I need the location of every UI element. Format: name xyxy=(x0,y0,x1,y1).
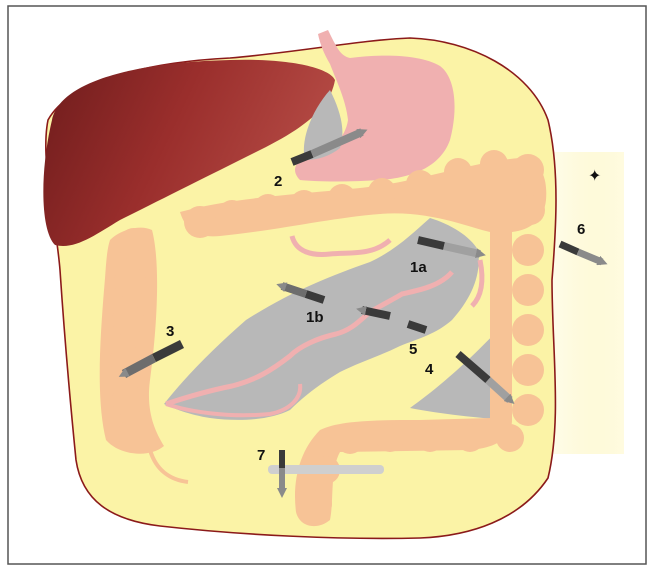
mesenteric-band xyxy=(268,465,384,474)
retroperitoneal-glow xyxy=(548,152,624,454)
label-1a: 1a xyxy=(410,259,427,276)
label-1b: 1b xyxy=(306,309,324,326)
label-5: 5 xyxy=(409,341,417,358)
label-7: 7 xyxy=(257,447,265,464)
label-3: 3 xyxy=(166,323,174,340)
star-icon: ✦ xyxy=(588,168,601,185)
label-6: 6 xyxy=(577,221,585,238)
label-2: 2 xyxy=(274,173,282,190)
label-4: 4 xyxy=(425,361,434,378)
